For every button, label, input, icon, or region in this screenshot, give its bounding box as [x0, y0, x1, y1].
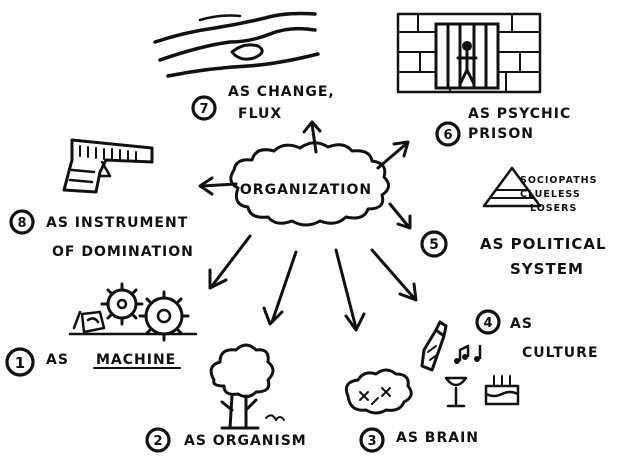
label-political-line1: AS POLITICAL — [480, 235, 607, 253]
number-6: 6 — [443, 128, 452, 143]
label-brain: AS BRAIN — [396, 430, 479, 446]
arrow-to-culture — [370, 248, 418, 302]
arrows — [198, 120, 418, 332]
arrow-to-brain — [334, 248, 366, 332]
number-1: 1 — [15, 354, 25, 372]
label-prison-line1: AS PSYCHIC — [468, 106, 571, 122]
label-domination-line1: AS INSTRUMENT — [46, 215, 188, 231]
metaphor-political: SOCIOPATHS CLUELESS LOSERS 5 AS POLITICA… — [420, 166, 607, 278]
metaphor-domination: 8 AS INSTRUMENT OF DOMINATION — [9, 138, 194, 260]
metaphor-organism: 2 AS ORGANISM — [145, 343, 307, 453]
number-badge-1 — [5, 347, 35, 377]
number-2: 2 — [153, 434, 162, 449]
center-node: ORGANIZATION — [229, 141, 390, 227]
arrow-to-prison — [376, 140, 410, 170]
label-political-line2: SYSTEM — [510, 260, 584, 278]
arrow-to-organism — [262, 250, 298, 326]
number-3: 3 — [367, 434, 376, 449]
number-badge-8 — [9, 209, 35, 235]
metaphor-machine: 1 AS MACHINE — [5, 282, 198, 377]
metaphor-flux: 7 AS CHANGE, FLUX — [153, 11, 335, 122]
arrow-to-flux — [302, 120, 322, 154]
number-badge-3 — [359, 427, 385, 453]
pyramid-label-clueless: CLUELESS — [520, 189, 581, 200]
number-badge-2 — [145, 427, 171, 453]
label-culture-line2: CULTURE — [522, 345, 599, 361]
label-prison-line2: PRISON — [468, 126, 534, 142]
pyramid-label-losers: LOSERS — [530, 203, 577, 214]
number-badge-4 — [475, 309, 501, 335]
label-domination-line2: OF DOMINATION — [52, 244, 194, 260]
prison-icon — [396, 12, 542, 94]
pyramid-icon — [482, 166, 542, 208]
number-4: 4 — [483, 316, 492, 331]
culture-icon — [420, 320, 520, 408]
label-flux-line1: AS CHANGE, — [228, 84, 335, 100]
label-culture-line1: AS — [510, 316, 533, 332]
center-label: ORGANIZATION — [240, 182, 372, 198]
number-badge-7 — [191, 95, 217, 121]
arrow-to-machine — [208, 234, 252, 290]
number-5: 5 — [429, 237, 439, 253]
number-8: 8 — [17, 216, 26, 231]
pyramid-label-sociopaths: SOCIOPATHS — [520, 175, 597, 186]
brain-icon — [344, 368, 413, 415]
metaphor-culture: 4 AS CULTURE — [420, 309, 599, 408]
arrow-to-political — [388, 202, 412, 230]
gears-icon — [68, 282, 198, 342]
number-7: 7 — [199, 102, 208, 117]
label-machine-line1: AS — [46, 352, 69, 368]
label-machine-line2: MACHINE — [96, 352, 176, 368]
label-flux-line2: FLUX — [238, 106, 282, 122]
number-badge-6 — [435, 121, 461, 147]
arrow-to-domination — [198, 176, 238, 196]
cloud-outline — [229, 141, 390, 227]
tree-icon — [209, 343, 285, 430]
metaphor-brain: 3 AS BRAIN — [344, 368, 479, 453]
metaphor-prison: 6 AS PSYCHIC PRISON — [396, 12, 571, 147]
waves-icon — [153, 11, 320, 78]
number-badge-5 — [420, 230, 448, 258]
gun-icon — [62, 138, 154, 194]
label-organism: AS ORGANISM — [184, 433, 307, 449]
